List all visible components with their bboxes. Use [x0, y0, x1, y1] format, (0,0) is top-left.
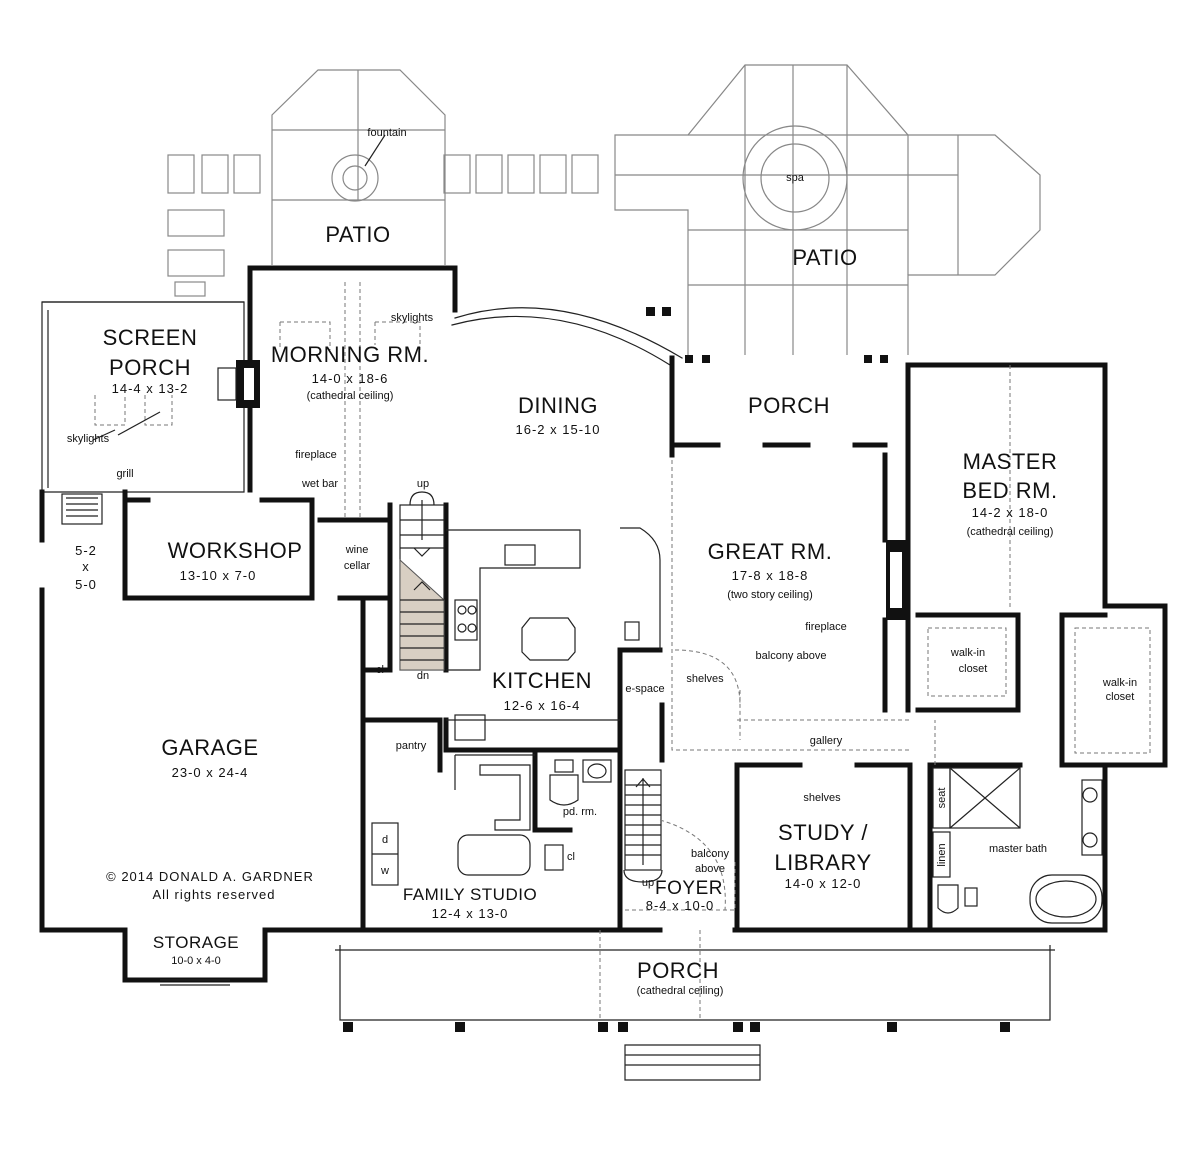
wine-cellar-label-1: wine [345, 544, 369, 556]
closet-pd-label: cl [567, 851, 575, 863]
porch-posts-rear [685, 355, 888, 363]
patio-posts-right [646, 307, 671, 316]
dashed-guidelines [279, 282, 1011, 1020]
closet-shelves [927, 627, 1151, 754]
master-bath-fixtures [932, 767, 1103, 924]
wine-cellar-label-2: cellar [344, 560, 371, 572]
walk-in-closet-1-label-1: walk-in [950, 647, 985, 659]
exterior-walls [39, 265, 1168, 983]
porch-front-label: PORCH [637, 958, 719, 983]
screen-porch-area [41, 301, 245, 525]
great-room-label: GREAT RM. [708, 539, 833, 564]
dining-label: DINING [518, 393, 598, 418]
closet-dim-2: x [82, 559, 90, 574]
stair-up-label: up [417, 478, 429, 490]
great-room-dim: 17-8 x 18-8 [732, 568, 809, 583]
front-porch [335, 945, 1055, 1081]
interior-walls [122, 289, 1108, 933]
skylights-left-label: skylights [67, 433, 110, 445]
fireplace-morning-label: fireplace [295, 449, 337, 461]
e-space-label: e-space [625, 683, 664, 695]
patio-right-label: PATIO [792, 245, 857, 270]
foyer-up-label: up [642, 877, 654, 889]
fireplace-great-label: fireplace [805, 621, 847, 633]
morning-room-dim: 14-0 x 18-6 [312, 371, 389, 386]
dining-dim: 16-2 x 15-10 [516, 422, 601, 437]
workshop-dim: 13-10 x 7-0 [180, 568, 257, 583]
closet-dim-3: 5-0 [75, 577, 97, 592]
screen-porch-label-1: SCREEN [103, 325, 198, 350]
foyer-label: FOYER [655, 878, 723, 899]
screen-porch-label-2: PORCH [109, 355, 191, 380]
wet-bar-label: wet bar [301, 478, 338, 490]
closet-dim-1: 5-2 [75, 543, 97, 558]
storage-label: STORAGE [153, 933, 239, 952]
foyer-dim: 8-4 x 10-0 [646, 898, 715, 913]
master-note: (cathedral ceiling) [967, 526, 1054, 538]
fireplace-great-room [886, 540, 910, 620]
storage-door [160, 979, 230, 986]
patio-left [271, 69, 446, 265]
skylights-top-label: skylights [391, 312, 434, 324]
powder-room-label: pd. rm. [563, 806, 597, 818]
family-studio-label: FAMILY STUDIO [403, 885, 537, 904]
study-dim: 14-0 x 12-0 [785, 876, 862, 891]
balcony-above-label: balcony above [756, 650, 827, 662]
family-studio-dim: 12-4 x 13-0 [432, 906, 509, 921]
closet-pd [544, 844, 564, 871]
stair-closet-label: cl [376, 664, 384, 676]
fireplace-morning-room [217, 360, 260, 408]
seat-label: seat [936, 788, 948, 809]
porch-rear-label: PORCH [748, 393, 830, 418]
garage-dim: 23-0 x 24-4 [172, 765, 249, 780]
morning-room-label: MORNING RM. [271, 342, 429, 367]
walk-in-closet-1-label-2: closet [959, 663, 988, 675]
kitchen-label: KITCHEN [492, 668, 592, 693]
garage-label: GARAGE [161, 735, 258, 760]
patio-right [614, 64, 1041, 355]
copyright-line-1: © 2014 DONALD A. GARDNER [106, 869, 314, 884]
morning-room-note: (cathedral ceiling) [307, 390, 394, 402]
porch-front-note: (cathedral ceiling) [637, 985, 724, 997]
walk-in-closet-2-label-1: walk-in [1102, 677, 1137, 689]
balcony-foyer-label-2: above [695, 863, 725, 875]
great-room-note: (two story ceiling) [727, 589, 813, 601]
pantry-label: pantry [396, 740, 427, 752]
kitchen-fixtures [446, 527, 661, 876]
shelves-kitchen-label: shelves [686, 673, 724, 685]
paver-stones-left [167, 154, 599, 297]
gallery-label: gallery [810, 735, 843, 747]
copyright-line-2: All rights reserved [152, 887, 275, 902]
linen-label: linen [936, 843, 948, 866]
master-bath-label: master bath [989, 843, 1047, 855]
master-label-2: BED RM. [962, 478, 1057, 503]
staircase-foyer [623, 769, 663, 883]
fountain-label: fountain [367, 127, 406, 139]
workshop-label: WORKSHOP [168, 538, 303, 563]
master-dim: 14-2 x 18-0 [972, 505, 1049, 520]
master-label-1: MASTER [963, 449, 1058, 474]
patio-left-label: PATIO [325, 222, 390, 247]
kitchen-dim: 12-6 x 16-4 [504, 698, 581, 713]
study-label-1: STUDY / [778, 820, 868, 845]
washer-label: w [380, 865, 389, 877]
grill-label: grill [116, 468, 133, 480]
spa-label: spa [786, 172, 805, 184]
walk-in-closet-2-label-2: closet [1106, 691, 1135, 703]
balcony-foyer-label-1: balcony [691, 848, 729, 860]
study-label-2: LIBRARY [774, 850, 871, 875]
staircase-kitchen [399, 491, 445, 671]
dryer-label: d [382, 834, 388, 846]
stair-dn-label: dn [417, 670, 429, 682]
screen-porch-dim: 14-4 x 13-2 [112, 381, 189, 396]
storage-dim: 10-0 x 4-0 [171, 955, 221, 967]
shelves-study-label: shelves [803, 792, 841, 804]
